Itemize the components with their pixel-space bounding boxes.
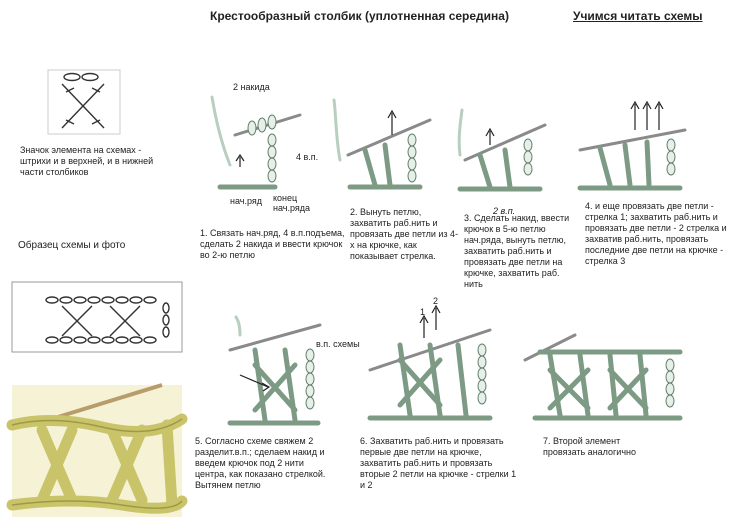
step4-text: 4. и еще провязать две петли - стрелка 1… (585, 201, 727, 266)
step5-text: 5. Согласно схеме свяжем 2 разделит.в.п.… (195, 436, 326, 490)
label-two-yarnovers: 2 накида (233, 82, 270, 92)
step1-illustration (210, 95, 302, 190)
step7-illustration (523, 333, 683, 421)
scheme-sample-box (11, 281, 183, 353)
step3-text: 3. Сделать накид, ввести крючок в 5-ю пе… (464, 213, 570, 289)
page-title: Крестообразный столбик (уплотненная сере… (210, 9, 509, 23)
sample-label: Образец схемы и фото (18, 240, 126, 251)
step6-illustration (367, 304, 493, 421)
hand-note: 2 в.п. (493, 206, 516, 216)
step5-illustration (227, 315, 322, 426)
arrow-label-2: 2 (433, 296, 439, 306)
label-start-row: нач.ряд (230, 196, 262, 206)
step3-illustration (457, 108, 547, 192)
cross-stitch-symbol-icon (47, 69, 121, 135)
step4-illustration (577, 100, 687, 191)
arrow-label-1: 1 (420, 307, 426, 317)
crochet-photo (6, 383, 188, 517)
label-end-start-row: конец нач.ряда (273, 193, 311, 213)
step6-text: 6. Захватить раб.нить и провязать первые… (360, 436, 517, 490)
step1-text: 1. Связать нач.ряд, 4 в.п.подъема, сдела… (200, 228, 345, 260)
step2-illustration (332, 98, 432, 190)
step7-text: 7. Второй элемент провязать аналогично (543, 436, 636, 457)
learn-schemes-link[interactable]: Учимся читать схемы (573, 9, 703, 23)
step2-text: 2. Вынуть петлю, захватить раб.нить и пр… (350, 207, 459, 261)
symbol-caption: Значок элемента на схемах - штрихи и в в… (20, 145, 154, 177)
label-ch-scheme: в.п. схемы (316, 339, 360, 349)
label-four-ch: 4 в.п. (296, 152, 319, 162)
